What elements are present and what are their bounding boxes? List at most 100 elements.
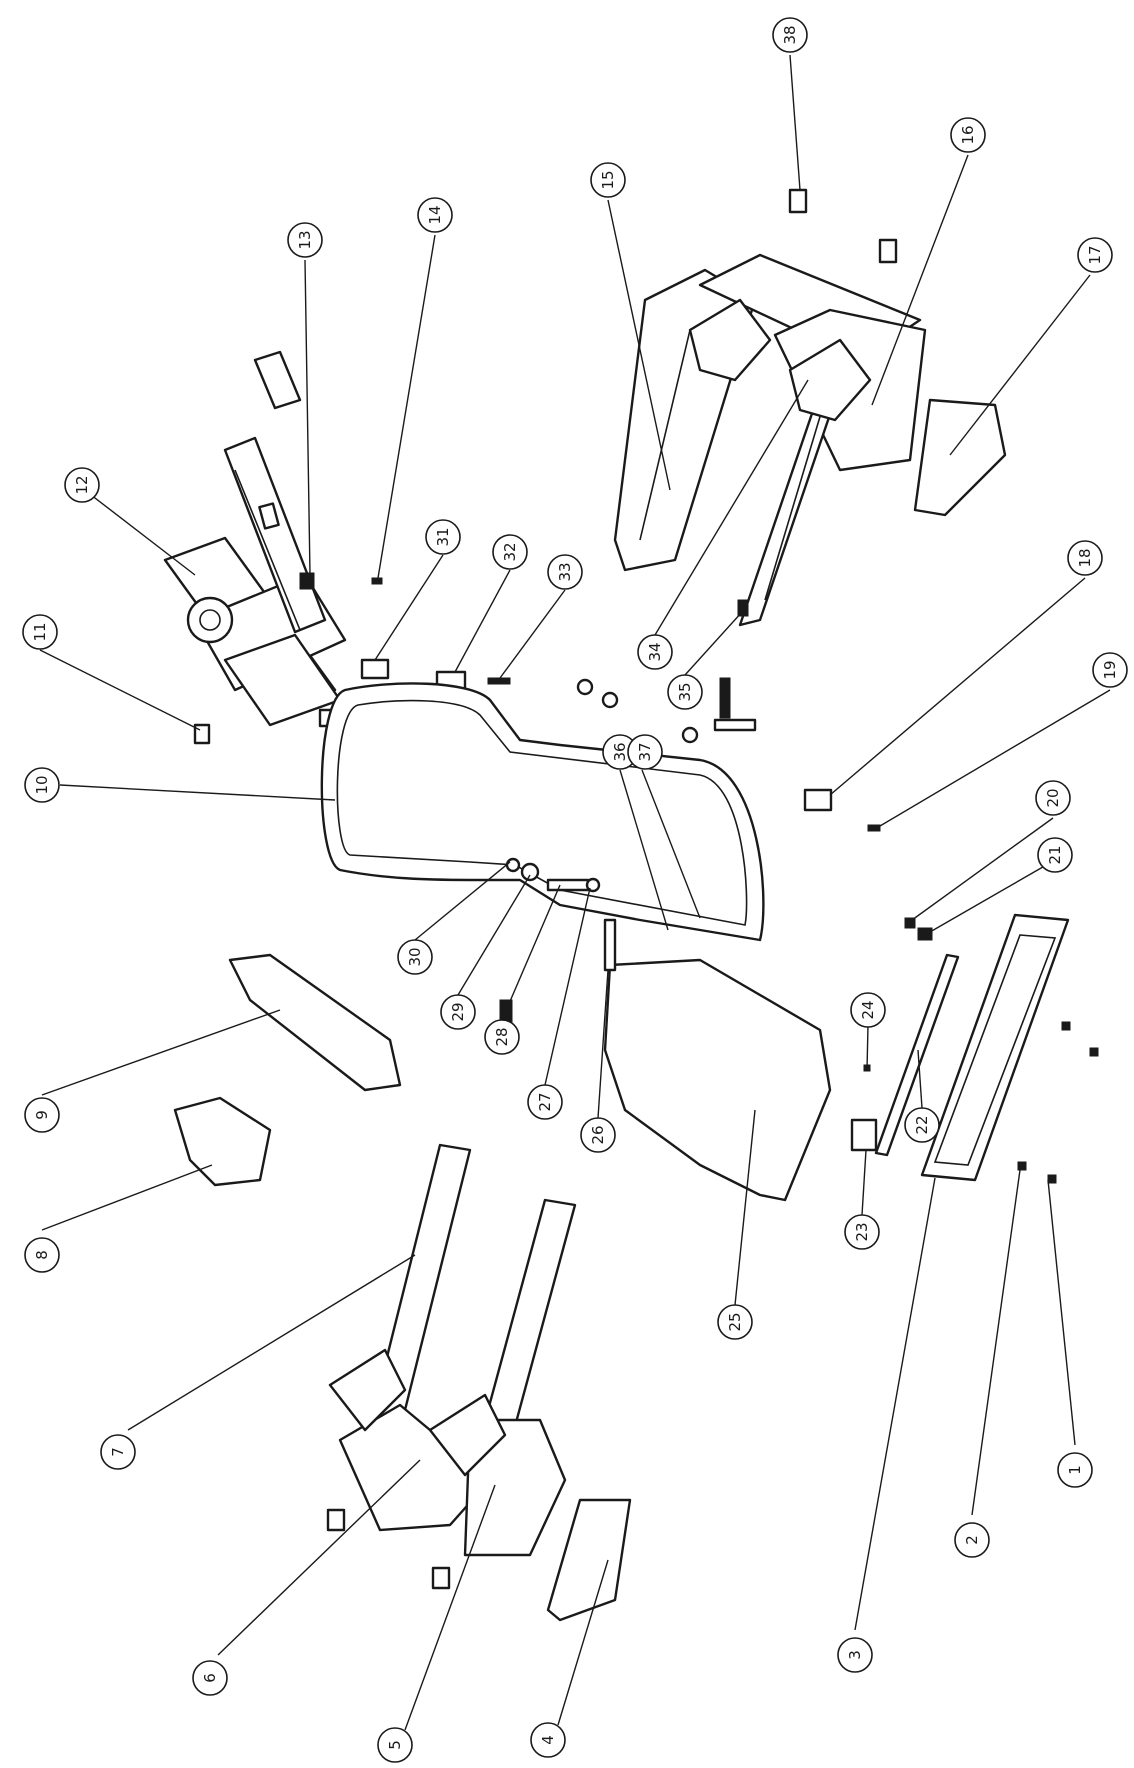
callout-17: 17 [1077, 237, 1113, 273]
part-4-cover [546, 1498, 632, 1622]
svg-text:7: 7 [109, 1447, 127, 1457]
svg-text:1: 1 [1066, 1465, 1084, 1475]
part-20-nut [904, 917, 916, 929]
svg-text:25: 25 [726, 1312, 744, 1331]
callout-16: 16 [950, 117, 986, 153]
hardware-nut [1089, 1047, 1099, 1057]
callout-25: 25 [717, 1304, 753, 1340]
callout-14: 14 [417, 197, 453, 233]
svg-text:15: 15 [599, 170, 617, 189]
parts-drawing [163, 188, 1099, 1622]
svg-text:33: 33 [556, 562, 574, 581]
part-27-washer [585, 877, 601, 893]
part-23-block [850, 1118, 878, 1152]
part-28-bolt [546, 878, 590, 892]
hardware-nut [1061, 1021, 1071, 1031]
part-12-frame [163, 350, 347, 727]
callout-26: 26 [580, 1117, 616, 1153]
part-29-washer [520, 862, 540, 882]
part-2-nut [1017, 1161, 1027, 1171]
callout-29: 29 [440, 994, 476, 1030]
part-19-screw [867, 824, 881, 832]
svg-text:36: 36 [611, 742, 629, 761]
hardware-clip [258, 502, 280, 530]
washer [681, 726, 699, 744]
part-31-block [360, 658, 390, 680]
callout-20: 20 [1035, 780, 1071, 816]
callout-1: 1 [1057, 1452, 1093, 1488]
callout-28: 28 [484, 1019, 520, 1055]
svg-text:3: 3 [846, 1650, 864, 1660]
callout-35: 35 [667, 674, 703, 710]
part-13-spring [299, 572, 315, 590]
callout-4: 4 [530, 1722, 566, 1758]
svg-text:21: 21 [1046, 845, 1064, 864]
callout-34: 34 [637, 634, 673, 670]
svg-text:29: 29 [449, 1002, 467, 1021]
part-18-block [803, 788, 833, 812]
callout-24: 24 [850, 992, 886, 1028]
svg-text:24: 24 [859, 1000, 877, 1019]
part-26-bolt [603, 918, 617, 972]
svg-text:9: 9 [33, 1110, 51, 1120]
svg-text:23: 23 [853, 1222, 871, 1241]
part-30-nut [505, 857, 521, 873]
part-15-16-frame [613, 253, 927, 627]
svg-text:34: 34 [646, 642, 664, 661]
svg-text:19: 19 [1101, 660, 1119, 679]
svg-text:6: 6 [201, 1673, 219, 1683]
washer [576, 678, 594, 696]
bolt [719, 677, 731, 719]
callout-18: 18 [1067, 540, 1103, 576]
callout-10: 10 [24, 767, 60, 803]
svg-text:13: 13 [296, 230, 314, 249]
svg-text:32: 32 [501, 542, 519, 561]
part-21-nut [917, 927, 933, 941]
callout-19: 19 [1092, 652, 1128, 688]
part-14-screw [371, 577, 383, 585]
svg-text:5: 5 [386, 1740, 404, 1750]
svg-text:4: 4 [539, 1735, 557, 1745]
callout-22: 22 [904, 1107, 940, 1143]
part-3-bar [920, 913, 1070, 1182]
callout-23: 23 [844, 1214, 880, 1250]
part-10-main-frame [320, 682, 765, 942]
svg-text:11: 11 [31, 622, 49, 641]
svg-text:2: 2 [963, 1535, 981, 1545]
part-38-cap [788, 188, 808, 214]
callout-38: 38 [772, 17, 808, 53]
part-25-bracket [603, 958, 832, 1202]
callout-5: 5 [377, 1727, 413, 1763]
washer [601, 691, 619, 709]
callout-21: 21 [1037, 837, 1073, 873]
svg-text:17: 17 [1086, 245, 1104, 264]
part-5-6-7-frame [328, 1143, 577, 1557]
part-22-bar [874, 953, 960, 1157]
callout-31: 31 [425, 519, 461, 555]
svg-text:20: 20 [1044, 788, 1062, 807]
svg-text:12: 12 [73, 475, 91, 494]
svg-text:8: 8 [33, 1250, 51, 1260]
callout-37: 37 [627, 734, 663, 770]
callout-27: 27 [527, 1084, 563, 1120]
callout-33: 33 [547, 554, 583, 590]
callout-11: 11 [22, 614, 58, 650]
part-8-bracket [173, 1096, 272, 1187]
hardware-cap [878, 238, 898, 264]
callout-9: 9 [24, 1097, 60, 1133]
hardware-cap-lower2 [431, 1566, 451, 1590]
part-35-spring [737, 599, 749, 617]
callout-8: 8 [24, 1237, 60, 1273]
bolt [713, 718, 757, 732]
callout-30: 30 [397, 939, 433, 975]
svg-text:31: 31 [434, 527, 452, 546]
svg-text:35: 35 [676, 682, 694, 701]
part-9-arm [228, 953, 402, 1092]
svg-text:27: 27 [536, 1092, 554, 1111]
part-1-nut [1047, 1174, 1057, 1184]
callout-36: 36 [602, 734, 638, 770]
callout-2: 2 [954, 1522, 990, 1558]
callout-13: 13 [287, 222, 323, 258]
callout-6: 6 [192, 1660, 228, 1696]
svg-text:16: 16 [959, 125, 977, 144]
